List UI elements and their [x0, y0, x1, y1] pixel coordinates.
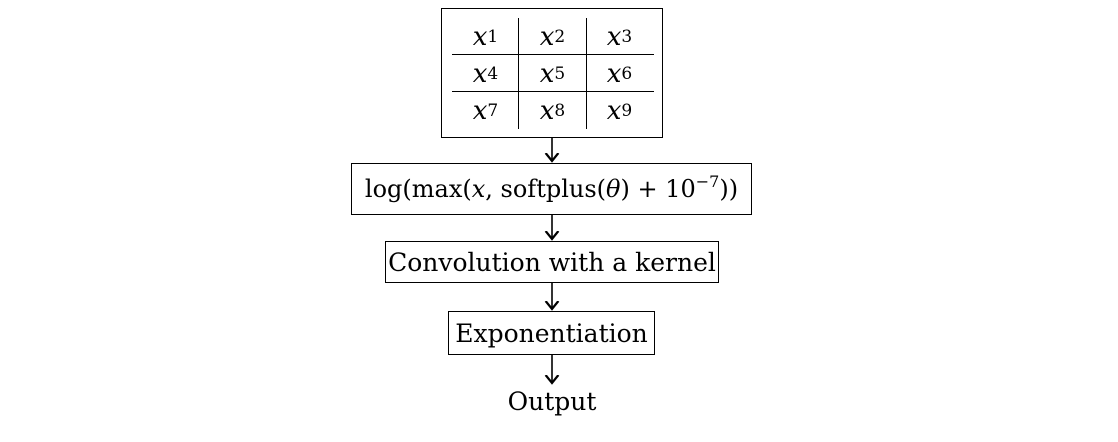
exponentiation-label: Exponentiation — [455, 318, 648, 348]
matrix-divider-horizontal-2 — [452, 91, 654, 93]
matrix-divider-vertical-1 — [518, 18, 520, 129]
convolution-box: Convolution with a kernel — [385, 241, 719, 283]
log-max-softplus-box: log(max(x, softplus(θ) + 10−7)) — [351, 163, 752, 215]
convolution-label: Convolution with a kernel — [388, 247, 716, 277]
output-label: Output — [507, 387, 597, 416]
exponentiation-box: Exponentiation — [448, 311, 655, 355]
log-formula: log(max(x, softplus(θ) + 10−7)) — [364, 172, 739, 204]
matrix-divider-vertical-2 — [586, 18, 588, 129]
matrix-divider-horizontal-1 — [452, 54, 654, 56]
